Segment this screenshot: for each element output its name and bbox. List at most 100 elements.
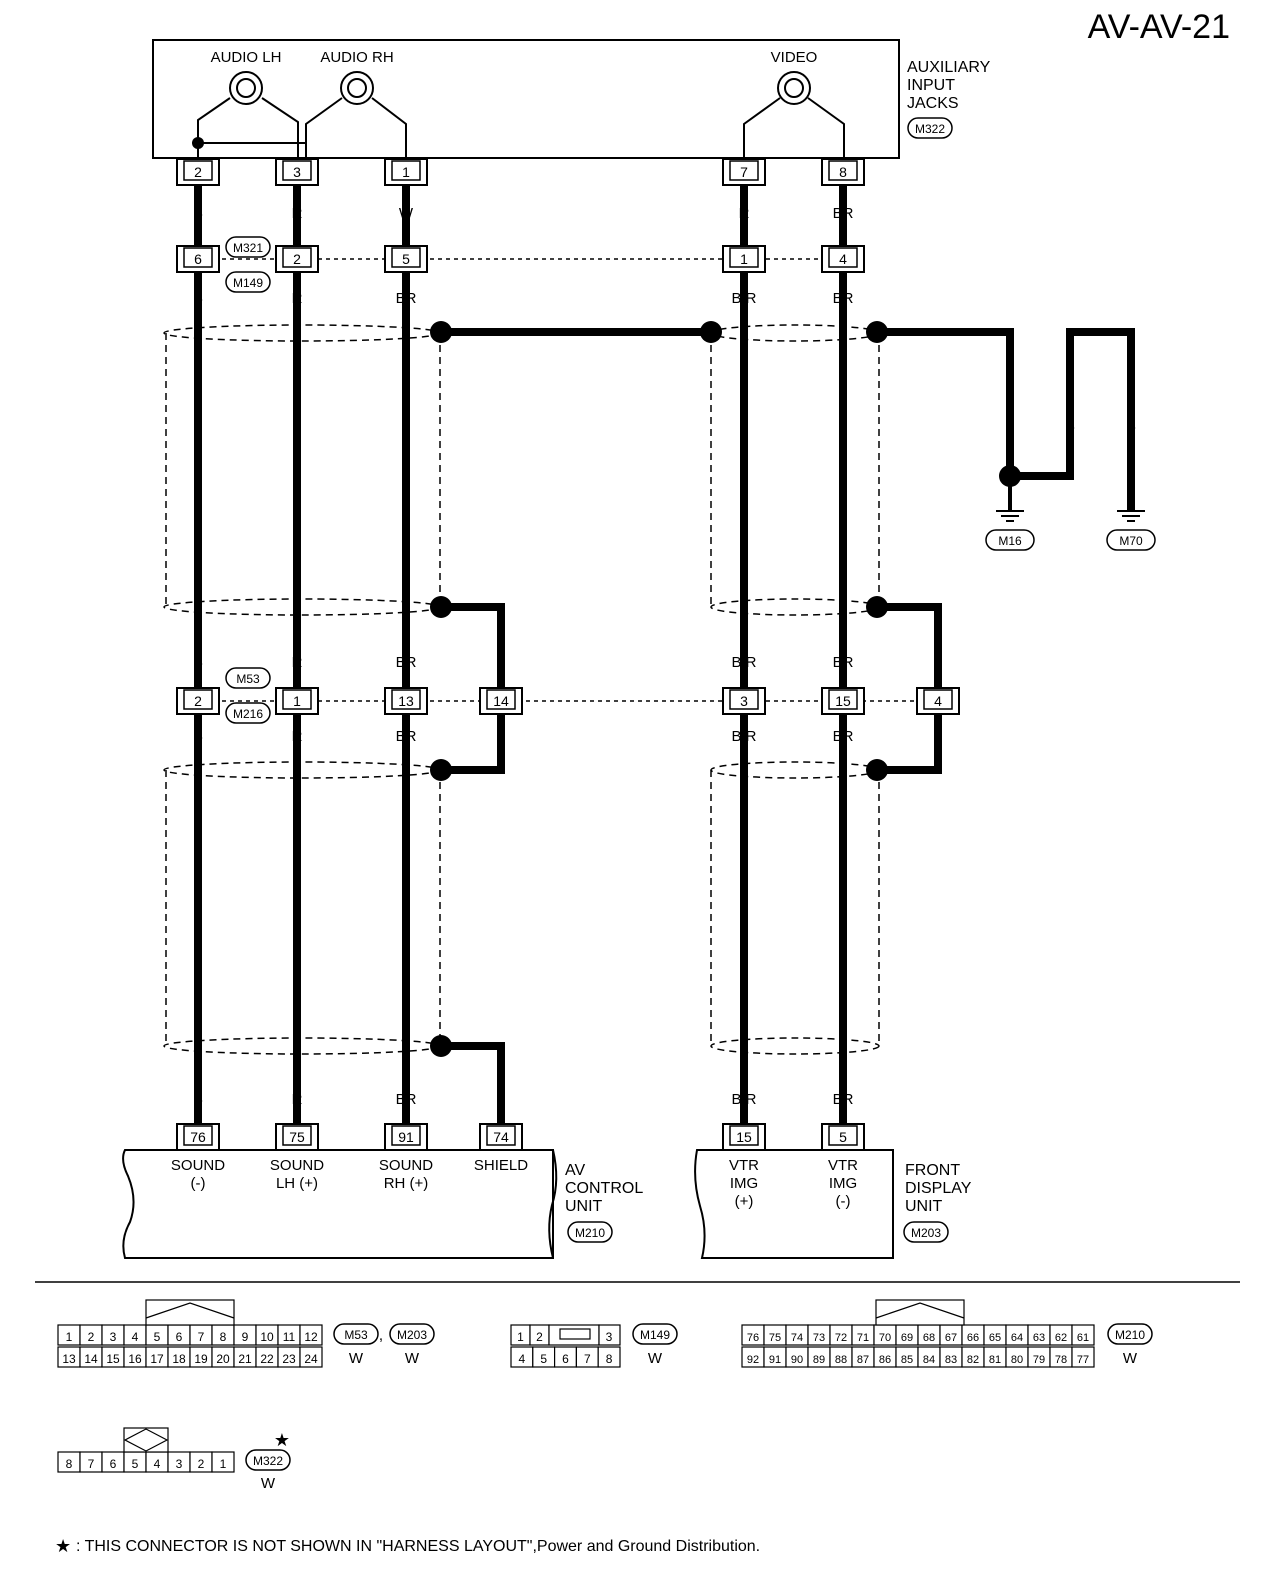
connector-color: W	[648, 1350, 663, 1367]
connector-pin: 91	[384, 1123, 428, 1151]
cavity-number: 1	[517, 1330, 524, 1344]
connector-cavity	[1071, 1346, 1095, 1368]
connector-color: W	[349, 1350, 364, 1367]
jack-lead	[305, 97, 343, 160]
connector-pin: 3	[722, 687, 766, 715]
cavity-number: 82	[967, 1354, 979, 1366]
connector-id-badge: M321	[225, 236, 271, 258]
shield-drain-wire	[877, 603, 942, 688]
connector-pin: 6	[176, 245, 220, 273]
shield-ellipse	[163, 761, 441, 779]
cavity-number: 81	[989, 1354, 1001, 1366]
pin-number: 7	[740, 164, 748, 180]
terminal-label: SOUND	[171, 1157, 225, 1174]
unit-name: INPUT	[907, 77, 955, 94]
connector-color: W	[1123, 1350, 1138, 1367]
jack-lead	[261, 97, 299, 160]
ground-wire	[1010, 328, 1135, 510]
cavity-number: 6	[562, 1352, 569, 1366]
cavity-number: 13	[62, 1352, 76, 1366]
pin-number: 15	[736, 1129, 752, 1145]
connector-id: M210	[575, 1226, 605, 1240]
connector-id-badge: M216	[225, 702, 271, 724]
wire-color-label: BR	[833, 728, 854, 745]
connector-id-badge: M53	[333, 1323, 379, 1345]
connector-cavity	[299, 1346, 323, 1368]
terminal-label: (-)	[191, 1175, 206, 1192]
cavity-number: 63	[1033, 1332, 1045, 1344]
footnote-star-icon: ★	[55, 1536, 71, 1556]
shield-ellipse	[163, 598, 441, 616]
connector-id-badge: M203	[903, 1221, 949, 1243]
cavity-number: 79	[1033, 1354, 1045, 1366]
wire-color-label: B	[1065, 418, 1075, 435]
connector-key	[559, 1328, 591, 1340]
pin-number: 1	[293, 693, 301, 709]
cavity-number: 4	[519, 1352, 526, 1366]
cavity-number: 11	[283, 1330, 296, 1344]
wire-color-label: B/R	[731, 1091, 756, 1108]
connector-lock	[145, 1299, 235, 1326]
cavity-number: 65	[989, 1332, 1001, 1344]
connector-lock-mark	[145, 1302, 235, 1319]
jack-label-audio-lh: AUDIO LH	[211, 49, 282, 66]
connector-id: M70	[1119, 534, 1143, 548]
cavity-number: 17	[150, 1352, 164, 1366]
cavity-number: 85	[901, 1354, 913, 1366]
pin-number: 75	[289, 1129, 305, 1145]
cavity-number: 6	[176, 1330, 183, 1344]
cavity-number: 71	[857, 1332, 869, 1344]
pin-number: 91	[398, 1129, 414, 1145]
connector-cavity	[211, 1451, 235, 1473]
wire-color-label: B	[1126, 418, 1136, 435]
connector-id: M16	[998, 534, 1022, 548]
shield-ellipse	[710, 324, 880, 342]
cavity-number: 3	[176, 1457, 183, 1471]
cavity-number: 83	[945, 1354, 957, 1366]
splice-dot	[866, 759, 888, 781]
separator-text: ,	[379, 1327, 383, 1344]
jack-lead	[807, 97, 845, 160]
connector-id-badge: M322	[907, 117, 953, 139]
wire-color-label: B/R	[731, 290, 756, 307]
jack-video-inner	[784, 78, 804, 98]
wire-color-label: W	[399, 205, 414, 222]
ground-wire	[877, 328, 1014, 476]
cavity-number: 4	[132, 1330, 139, 1344]
terminal-label: SOUND	[270, 1157, 324, 1174]
cavity-number: 74	[791, 1332, 803, 1344]
cavity-number: 84	[923, 1354, 935, 1366]
cavity-number: 18	[172, 1352, 186, 1366]
unit-name: AV	[565, 1162, 585, 1179]
cavity-number: 72	[835, 1332, 847, 1344]
connector-pin: 1	[384, 158, 428, 186]
cavity-number: 1	[220, 1457, 227, 1471]
cavity-number: 69	[901, 1332, 913, 1344]
unit-name: JACKS	[907, 95, 959, 112]
connector-id: M210	[1115, 1328, 1145, 1342]
terminal-label: VTR	[828, 1157, 858, 1174]
connector-id: M216	[233, 707, 263, 721]
cavity-number: 5	[540, 1352, 547, 1366]
connector-pin: 8	[821, 158, 865, 186]
wire-color-label: BR	[833, 205, 854, 222]
connector-id: M53	[236, 672, 260, 686]
ground-id-badge: M16	[985, 529, 1035, 551]
connector-id: M203	[911, 1226, 941, 1240]
connector-pin: 14	[479, 687, 523, 715]
wire-color-label: B	[193, 1091, 203, 1108]
ground-id-badge: M70	[1106, 529, 1156, 551]
shield-ellipse	[710, 1037, 880, 1055]
connector-id: M203	[397, 1328, 427, 1342]
pin-number: 2	[194, 164, 202, 180]
cavity-number: 24	[304, 1352, 318, 1366]
cavity-number: 3	[606, 1330, 613, 1344]
shield-ellipse	[163, 324, 441, 342]
pin-number: 76	[190, 1129, 206, 1145]
splice-dot	[430, 759, 452, 781]
pin-number: 2	[293, 251, 301, 267]
connector-pin: 75	[275, 1123, 319, 1151]
connector-cavity	[597, 1346, 621, 1368]
